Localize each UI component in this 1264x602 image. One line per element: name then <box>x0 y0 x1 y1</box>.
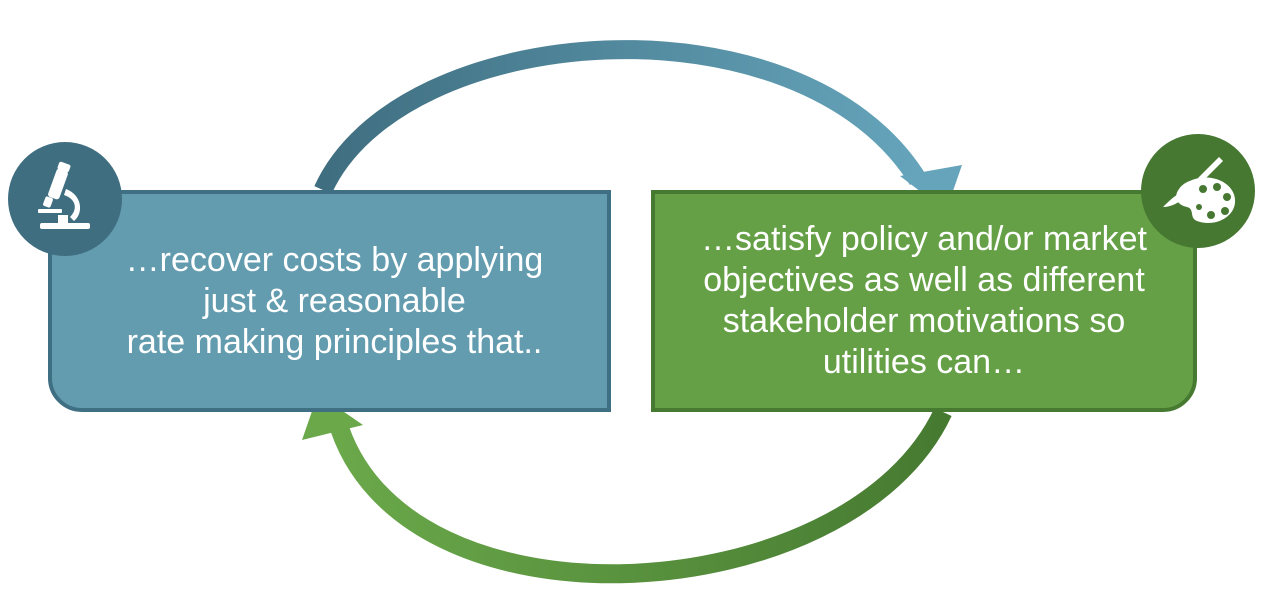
left-box-text: …recover costs by applying just & reason… <box>125 240 544 361</box>
paint-palette-icon <box>1163 157 1236 223</box>
microscope-icon-badge <box>8 142 122 256</box>
left-process-box: …recover costs by applying just & reason… <box>48 190 611 412</box>
microscope-icon <box>38 161 90 229</box>
top-cycle-arrow <box>314 40 927 194</box>
right-process-box: …satisfy policy and/or market objectives… <box>651 190 1197 412</box>
right-box-text: …satisfy policy and/or market objectives… <box>701 220 1147 381</box>
bottom-cycle-arrow <box>327 407 952 584</box>
paint-palette-icon-badge <box>1141 134 1255 248</box>
